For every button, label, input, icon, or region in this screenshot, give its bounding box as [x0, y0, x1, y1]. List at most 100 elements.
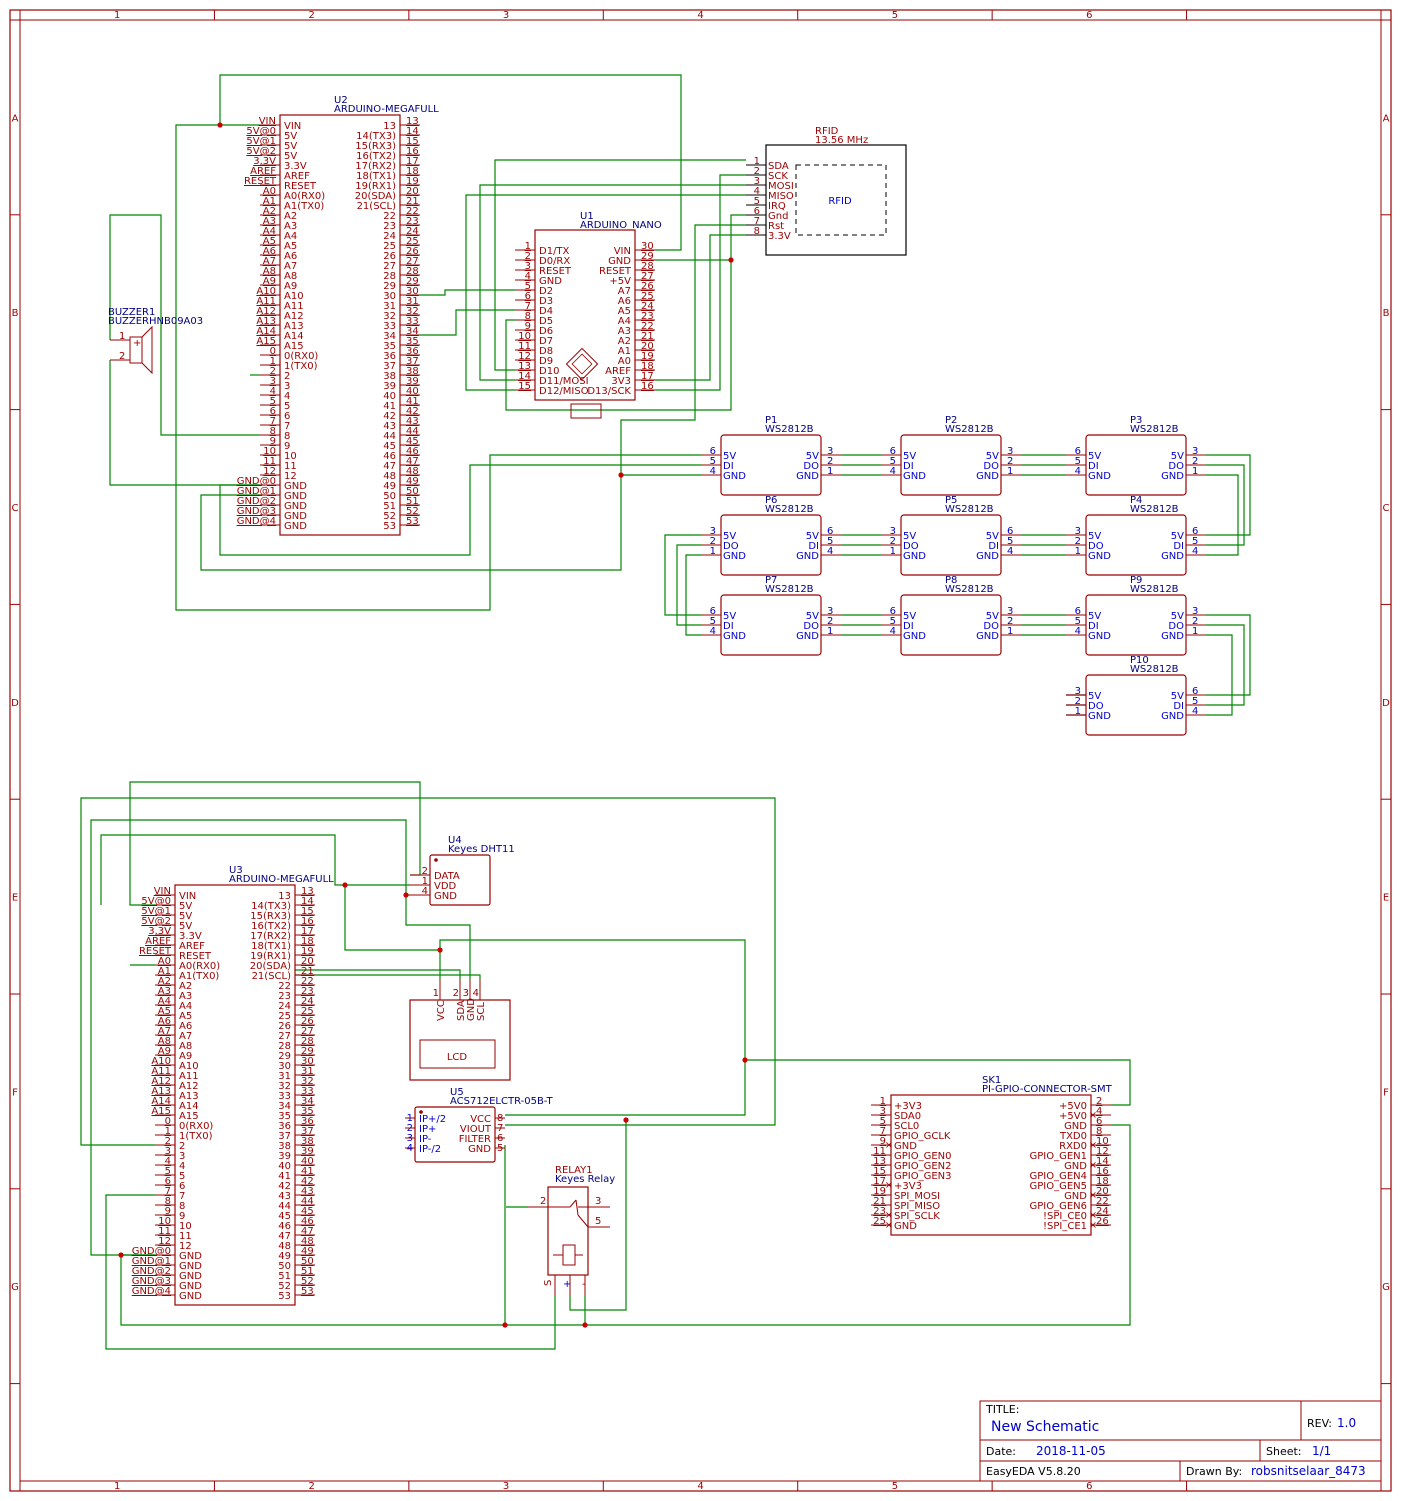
pin-label: 3 [179, 1151, 185, 1162]
pin-number: GND@0 [237, 476, 276, 487]
pin-label: 25 [383, 241, 396, 252]
component-ref: RFID [815, 126, 839, 137]
pin-number: 10 [263, 446, 276, 457]
pin-label: 41 [383, 401, 396, 412]
pin-label: 5V [986, 531, 999, 542]
pin-label: 0(RX0) [179, 1121, 213, 1132]
pin-label: DI [903, 461, 914, 472]
pin-number: A12 [256, 306, 276, 317]
pin-label: 8 [284, 431, 290, 442]
pin-number: 36 [406, 346, 419, 357]
component-value: WS2812B [945, 504, 994, 515]
pin-label: 44 [383, 431, 396, 442]
pin-number: 23 [406, 216, 419, 227]
pin-label: D13/SCK [587, 386, 631, 397]
frame-column-label: 4 [697, 10, 703, 21]
pin-label: 1(TX0) [179, 1131, 213, 1142]
pin-number: 52 [406, 506, 419, 517]
pin-number: 5 [1192, 696, 1198, 707]
pin-label: 44 [278, 1201, 291, 1212]
component-ref: P2 [945, 415, 957, 426]
pin-label: 50 [383, 491, 396, 502]
polarity-mark: + [563, 1279, 571, 1290]
pin-number: 2 [1007, 616, 1013, 627]
pin-label: FILTER [459, 1134, 491, 1145]
pin-number: 30 [406, 286, 419, 297]
pin-label: AREF [179, 941, 205, 952]
pin-label: A11 [284, 301, 304, 312]
wire-junction [728, 257, 734, 263]
pin-number: 21 [301, 966, 314, 977]
pin-label: A2 [179, 981, 192, 992]
rfid-inner-label: RFID [828, 196, 852, 207]
pin-number: 5 [1007, 536, 1013, 547]
pin-label: A14 [284, 331, 304, 342]
pin-label: MISO [768, 191, 794, 202]
pin-number: 34 [301, 1096, 314, 1107]
pin-number: 27 [301, 1026, 314, 1037]
component-value: Keyes DHT11 [448, 844, 515, 855]
pin-number: 27 [406, 256, 419, 267]
pin-label: 32 [278, 1081, 291, 1092]
pin-label: 27 [278, 1031, 291, 1042]
pin-label: 53 [278, 1291, 291, 1302]
pin-number: A5 [263, 236, 276, 247]
pin-label: GND [179, 1281, 202, 1292]
pin-label: S [543, 1280, 554, 1286]
pin-number: 5 [595, 1216, 601, 1227]
pin-label: GND [1064, 1191, 1087, 1202]
pin-number: 3 [525, 261, 531, 272]
pin-number: 1 [1075, 706, 1081, 717]
pin-number: 18 [641, 361, 654, 372]
pin-label: GPIO_GEN3 [894, 1171, 952, 1182]
pin-number: 4 [1075, 466, 1081, 477]
polarity-mark: - [582, 1279, 586, 1290]
pin-number: 52 [301, 1276, 314, 1287]
pin-number: 0 [165, 1116, 171, 1127]
wire-junction [582, 1322, 588, 1328]
wire-junction [118, 1252, 124, 1258]
pin-label: 47 [278, 1231, 291, 1242]
pin-number: 14 [1096, 1156, 1109, 1167]
no-connect-mark: × [1089, 1190, 1097, 1201]
pin-label: SPI_MOSI [894, 1191, 940, 1202]
pin-label: 5V [806, 611, 819, 622]
pin-label: 3 [284, 381, 290, 392]
pin-number: 49 [406, 476, 419, 487]
pin-label: 5V [723, 451, 736, 462]
pin-label: A13 [284, 321, 304, 332]
pin-label: A3 [618, 326, 631, 337]
component-ref: RELAY1 [555, 1165, 593, 1176]
component-value: ARDUINO-MEGAFULL [334, 104, 439, 115]
pin-number: 1 [754, 156, 760, 167]
pin-number: 30 [301, 1056, 314, 1067]
pin-number: 31 [406, 296, 419, 307]
pin-number: 14 [518, 371, 531, 382]
frame-column-label: 2 [308, 10, 314, 21]
pin-label: 50 [278, 1261, 291, 1272]
pin-label: 26 [383, 251, 396, 262]
pin-label: 39 [278, 1151, 291, 1162]
pin-label: 13 [278, 891, 291, 902]
pin-label: 6 [179, 1181, 185, 1192]
pin-number: GND@4 [237, 516, 276, 527]
pin-number: 17 [301, 926, 314, 937]
speaker-icon [129, 336, 143, 364]
pin-number: 2 [119, 351, 125, 362]
pin-label: GND [723, 551, 746, 562]
component-value: ACS712ELCTR-05B-T [450, 1096, 553, 1107]
wire-junction [437, 947, 443, 953]
pin-label: 5V [284, 151, 297, 162]
pin-label: 16(TX2) [356, 151, 396, 162]
pin-label: GND [894, 1221, 917, 1232]
frame-column-label: 4 [697, 1481, 703, 1492]
pin-number: A4 [158, 996, 171, 1007]
pin-label: A7 [618, 286, 631, 297]
pin-number: GND@2 [237, 496, 276, 507]
pin-number: 4 [422, 886, 428, 897]
pin-label: 46 [278, 1221, 291, 1232]
pin-number: 13 [873, 1156, 886, 1167]
pin-label: A5 [284, 241, 297, 252]
